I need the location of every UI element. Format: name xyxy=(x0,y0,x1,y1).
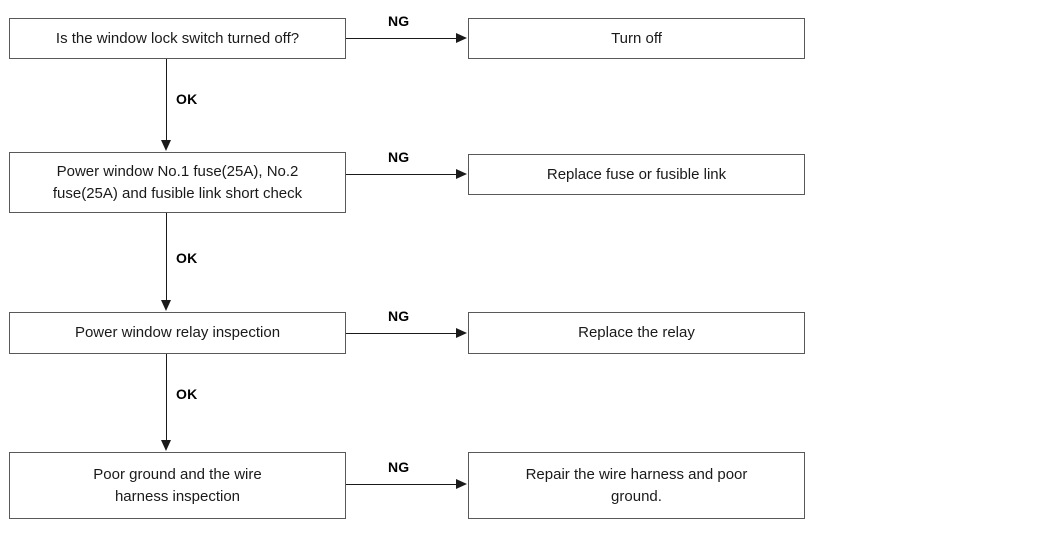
ng-arrowhead-3 xyxy=(456,327,467,338)
result-node-2[interactable]: Replace fuse or fusible link xyxy=(468,154,805,195)
ok-label-1: OK xyxy=(176,91,198,107)
ok-arrowhead-1 xyxy=(160,140,171,151)
ok-connector-line-3 xyxy=(166,354,167,441)
result-node-4-label: Repair the wire harness and poor ground. xyxy=(525,465,748,505)
result-node-3[interactable]: Replace the relay xyxy=(468,312,805,354)
ng-label-2: NG xyxy=(388,149,410,165)
check-node-2[interactable]: Power window No.1 fuse(25A), No.2 fuse(2… xyxy=(9,152,346,213)
result-node-1[interactable]: Turn off xyxy=(468,18,805,59)
ok-label-3: OK xyxy=(176,386,198,402)
ng-arrowhead-2 xyxy=(456,168,467,179)
ok-arrowhead-2 xyxy=(160,300,171,311)
check-node-1-label: Is the window lock switch turned off? xyxy=(55,29,300,47)
result-node-1-label: Turn off xyxy=(611,29,662,47)
ng-connector-line-1 xyxy=(346,38,458,39)
ng-label-4: NG xyxy=(388,459,410,475)
ng-connector-line-3 xyxy=(346,333,458,334)
result-node-2-label: Replace fuse or fusible link xyxy=(546,165,727,183)
ng-label-1: NG xyxy=(388,13,410,29)
check-node-4[interactable]: Poor ground and the wire harness inspect… xyxy=(9,452,346,519)
result-node-4[interactable]: Repair the wire harness and poor ground. xyxy=(468,452,805,519)
check-node-3[interactable]: Power window relay inspection xyxy=(9,312,346,354)
ng-arrowhead-4 xyxy=(456,478,467,489)
ng-label-3: NG xyxy=(388,308,410,324)
ng-connector-line-2 xyxy=(346,174,458,175)
ok-label-2: OK xyxy=(176,250,198,266)
result-node-3-label: Replace the relay xyxy=(578,324,695,342)
ok-connector-line-2 xyxy=(166,213,167,301)
ok-arrowhead-3 xyxy=(160,440,171,451)
ng-connector-line-4 xyxy=(346,484,458,485)
check-node-3-label: Power window relay inspection xyxy=(74,324,281,342)
check-node-4-label: Poor ground and the wire harness inspect… xyxy=(93,465,262,505)
ok-connector-line-1 xyxy=(166,59,167,141)
check-node-2-label: Power window No.1 fuse(25A), No.2 fuse(2… xyxy=(52,162,303,202)
check-node-1[interactable]: Is the window lock switch turned off? xyxy=(9,18,346,59)
ng-arrowhead-1 xyxy=(456,32,467,43)
